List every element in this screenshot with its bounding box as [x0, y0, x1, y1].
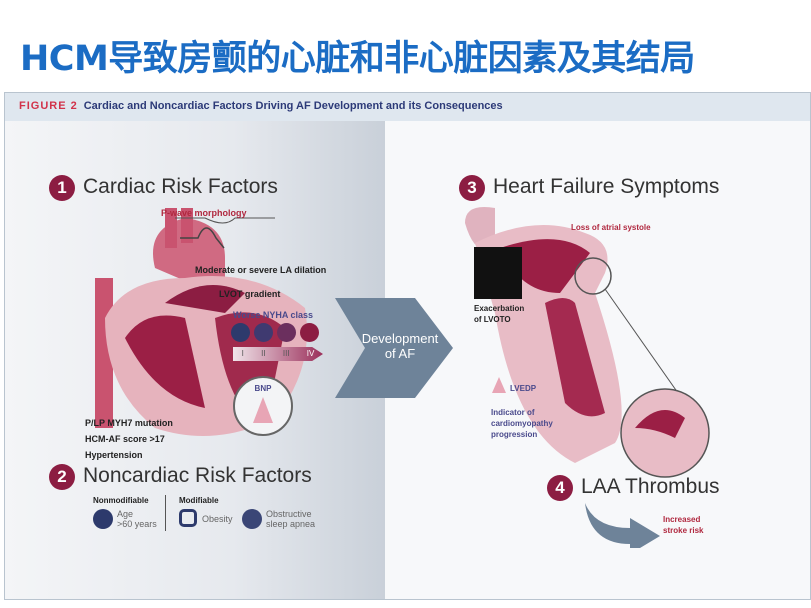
- stroke-risk-label: Increased stroke risk: [663, 514, 703, 536]
- nyha-icons: [231, 323, 319, 342]
- section2-title: Noncardiac Risk Factors: [83, 464, 312, 487]
- lvoto-line1: Exacerbation: [474, 304, 525, 313]
- osa-line1: Obstructive: [266, 509, 312, 519]
- nyha-iv: IV: [306, 349, 315, 358]
- sleep-apnea-icon: [242, 509, 262, 529]
- nonmodifiable-label: Nonmodifiable: [93, 496, 149, 505]
- la-dilation-label: Moderate or severe LA dilation: [195, 265, 327, 275]
- osa-line2: sleep apnea: [266, 519, 316, 529]
- development-arrow: [335, 298, 453, 398]
- dev-line2: of AF: [384, 346, 416, 361]
- bnp-callout: BNP: [233, 376, 293, 436]
- age-label: Age>60 years: [117, 509, 157, 529]
- age-line2: >60 years: [117, 519, 157, 529]
- divider: [165, 495, 166, 531]
- bnp-label: BNP: [254, 384, 272, 393]
- lvoto-label: Exacerbation of LVOTO: [474, 303, 524, 325]
- lvedp-label: LVEDP: [510, 384, 537, 393]
- dev-line1: Development: [361, 331, 439, 346]
- figure-panel: FIGURE 2 Cardiac and Noncardiac Factors D…: [4, 92, 811, 600]
- ind-line1: Indicator of: [491, 408, 535, 417]
- slide-title: HCM导致房颤的心脏和非心脏因素及其结局: [20, 39, 695, 79]
- risk-line1: Increased: [663, 515, 701, 524]
- age-icon: [93, 509, 113, 529]
- section3-title: Heart Failure Symptoms: [493, 175, 720, 198]
- factor-hcm-af-score: HCM-AF score >17: [85, 434, 165, 444]
- scale-icon: [179, 509, 197, 527]
- up-arrow-icon: [253, 397, 273, 423]
- age-line1: Age: [117, 509, 134, 519]
- section3-number: 3: [459, 175, 485, 201]
- section1-title: Cardiac Risk Factors: [83, 175, 278, 198]
- echo-image: [474, 247, 522, 299]
- p-wave-icon: [180, 227, 225, 249]
- figure-header: FIGURE 2 Cardiac and Noncardiac Factors D…: [5, 93, 810, 121]
- figure-caption: Cardiac and Noncardiac Factors Driving A…: [83, 100, 503, 112]
- standing-person-icon: [254, 323, 273, 342]
- nyha-ii: II: [261, 349, 266, 358]
- nyha-iii: III: [282, 349, 290, 358]
- figure-label: FIGURE 2: [19, 100, 78, 112]
- cardiac-factor-list: P/LP MYH7 mutation HCM-AF score >17 Hype…: [85, 415, 173, 463]
- bedridden-person-icon: [300, 323, 319, 342]
- stroke-risk-arrow: [585, 503, 660, 548]
- risk-line2: stroke risk: [663, 526, 704, 535]
- section2-number: 2: [49, 464, 75, 490]
- seated-person-icon: [277, 323, 296, 342]
- factor-myh7: P/LP MYH7 mutation: [85, 418, 173, 428]
- section4-number: 4: [547, 475, 573, 501]
- section1-number: 1: [49, 175, 75, 201]
- p-wave-label: P-wave morphology: [161, 208, 247, 218]
- lvoto-line2: of LVOTO: [474, 315, 511, 324]
- section4-title: LAA Thrombus: [581, 475, 720, 498]
- modifiable-label: Modifiable: [179, 496, 219, 505]
- factor-hypertension: Hypertension: [85, 450, 143, 460]
- ind-line3: progression: [491, 430, 538, 439]
- up-arrow-icon: [492, 377, 506, 393]
- ind-line2: cardiomyopathy: [491, 419, 553, 428]
- nyha-i: I: [241, 349, 244, 358]
- obesity-label: Obesity: [202, 514, 233, 524]
- lvot-label: LVOT gradient: [219, 289, 281, 299]
- atrial-systole-label: Loss of atrial systole: [571, 223, 651, 232]
- indicator-label: Indicator of cardiomyopathy progression: [491, 407, 553, 440]
- nyha-label: Worse NYHA class: [233, 310, 314, 320]
- walking-person-icon: [231, 323, 250, 342]
